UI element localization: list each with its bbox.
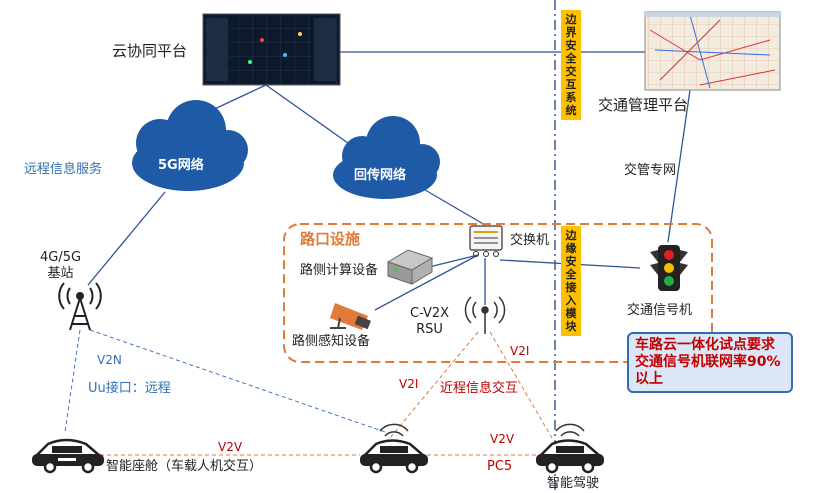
switch-label: 交换机: [510, 233, 550, 248]
map-screen-icon: [644, 11, 781, 91]
pc5-label: PC5: [487, 459, 513, 474]
cloud-icon: [132, 100, 248, 191]
cockpit-label: 智能座舱（车载人机交互）: [106, 459, 263, 474]
pilot-requirement-note: 车路云一体化试点要求交通信号机联网率90%以上: [627, 332, 793, 393]
wifi-icon: [379, 423, 585, 437]
traffic-private-net-label: 交管专网: [624, 163, 677, 178]
remote-service-label: 远程信息服务: [24, 162, 103, 177]
uu-interface-label: Uu接口：远程: [88, 381, 171, 396]
cloud-icon: [333, 116, 440, 199]
roadside-sensing-label: 路侧感知设备: [292, 334, 371, 349]
traffic-platform-label: 交通管理平台: [598, 96, 689, 114]
intersection-title: 路口设施: [300, 230, 361, 248]
dashed-links: [64, 0, 556, 493]
short-range-label: 近程信息交互: [440, 381, 519, 396]
rsu-label: C-V2X RSU: [410, 306, 450, 337]
v2i-left-label: V2I: [399, 377, 419, 391]
edge-exchange-system: 边界安全交互系统: [561, 10, 581, 120]
car-icon: [360, 439, 428, 474]
edge-access-module: 边缘安全接入模块: [561, 226, 581, 336]
car-icon: [32, 438, 104, 474]
v2i-right-label: V2I: [510, 344, 530, 358]
v2n-label: V2N: [97, 353, 122, 367]
tower-icon: [58, 282, 102, 331]
roadside-compute-label: 路侧计算设备: [300, 263, 379, 278]
car-icon: [536, 439, 604, 474]
signal-label: 交通信号机: [627, 303, 693, 318]
base-station-label: 4G/5G 基站: [40, 250, 82, 281]
v2v-right-label: V2V: [490, 432, 515, 446]
backhaul-label: 回传网络: [354, 168, 407, 183]
compute-box-icon: [386, 249, 434, 285]
intersection-box: [283, 223, 713, 363]
traffic-light-icon: [650, 245, 688, 291]
cloud-platform-label: 云协同平台: [112, 42, 188, 60]
map-screen-icon: [202, 13, 341, 86]
camera-icon: [330, 303, 371, 330]
antenna-icon: [464, 296, 506, 334]
autodrive-label: 智能驾驶: [547, 476, 600, 491]
network-5g-label: 5G网络: [158, 158, 204, 173]
v2v-left-label: V2V: [218, 440, 243, 454]
switch-icon: [469, 225, 503, 257]
